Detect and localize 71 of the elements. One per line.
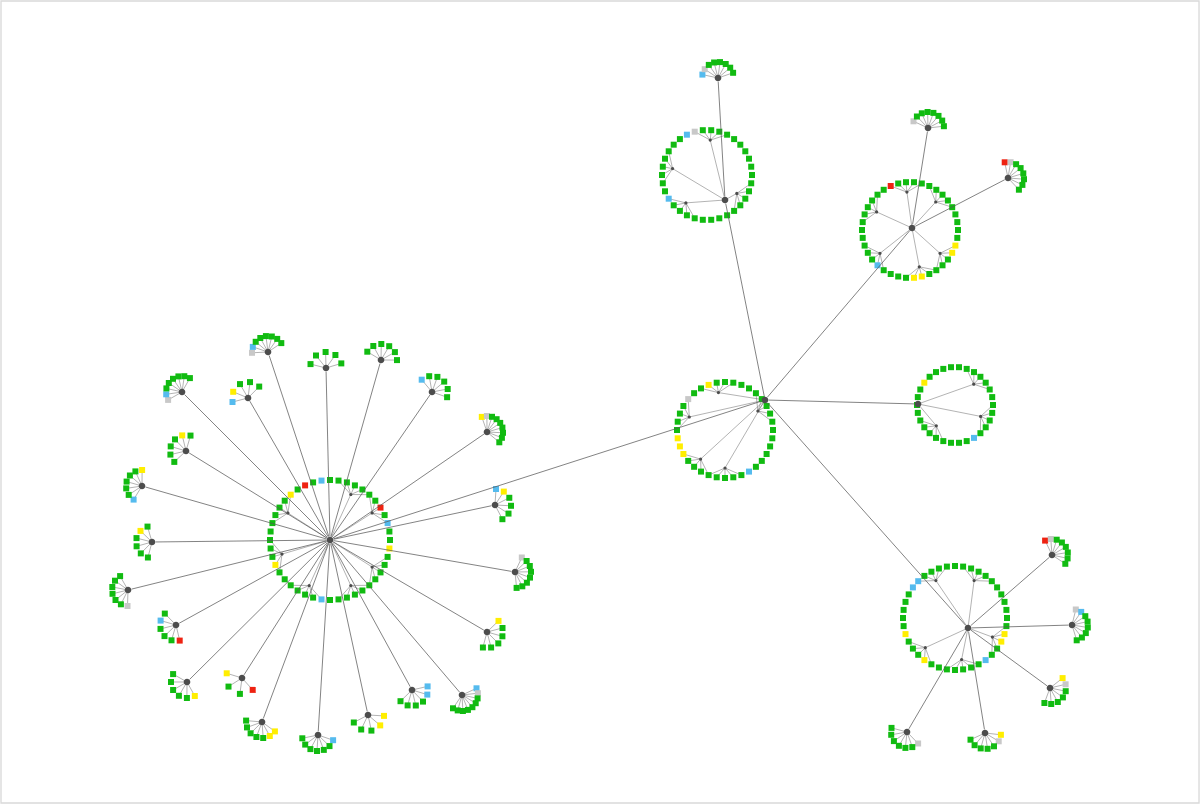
cluster-drawing xyxy=(243,717,278,741)
cluster-drawing xyxy=(967,729,1004,752)
edge-line xyxy=(188,452,328,539)
edge-line xyxy=(268,355,330,537)
cluster-drawing xyxy=(350,711,387,734)
edge-line xyxy=(914,179,1006,227)
edge-line xyxy=(767,402,966,626)
cluster-drawing xyxy=(109,573,132,609)
edge-line xyxy=(189,542,328,680)
cluster-drawing xyxy=(299,731,337,754)
cluster-drawing xyxy=(900,563,1010,673)
edge-line xyxy=(331,542,411,688)
cluster-drawing xyxy=(888,724,922,751)
cluster-drawing xyxy=(163,373,193,403)
edge-line xyxy=(317,543,331,732)
edge-line xyxy=(968,631,985,730)
cluster-drawing xyxy=(859,179,961,281)
edge-line xyxy=(725,203,765,397)
cluster-drawing xyxy=(223,670,256,697)
edge-line xyxy=(332,541,485,631)
edge-line xyxy=(249,400,329,538)
cluster-drawing xyxy=(307,349,345,372)
cluster-drawing xyxy=(249,333,285,356)
cluster-drawing xyxy=(168,671,198,701)
edge-line xyxy=(332,542,460,693)
cluster-drawing xyxy=(699,59,737,82)
edge-line xyxy=(908,630,967,730)
edge-line xyxy=(912,131,928,225)
edge-line xyxy=(243,542,329,676)
edge-line xyxy=(330,543,368,712)
cluster-drawing xyxy=(157,610,183,644)
cluster-drawing xyxy=(167,432,194,465)
cluster-drawing xyxy=(133,523,156,561)
edge-line xyxy=(262,543,330,719)
edge-line xyxy=(155,539,327,543)
edge-line xyxy=(971,624,1069,629)
edge-line xyxy=(145,486,327,540)
cluster-drawing xyxy=(397,683,431,709)
edge-line xyxy=(768,399,915,405)
edge-line xyxy=(970,557,1050,626)
cluster-drawing xyxy=(1068,606,1091,644)
edge-line xyxy=(184,394,328,538)
cluster-drawing xyxy=(267,477,393,603)
cluster-drawing xyxy=(910,109,947,132)
edge-line xyxy=(970,629,1048,687)
cluster-drawing xyxy=(123,467,146,503)
edge-line xyxy=(717,81,726,197)
edge-line xyxy=(178,541,328,624)
cluster-drawing xyxy=(1041,675,1069,707)
edge-line xyxy=(325,371,331,537)
cluster-drawing xyxy=(914,364,996,446)
cluster-drawing xyxy=(364,341,400,364)
edge-line xyxy=(767,230,910,398)
cluster-drawing xyxy=(674,379,776,481)
cluster-drawing xyxy=(478,413,506,446)
edge-line xyxy=(131,540,327,590)
edge-line xyxy=(331,394,431,538)
cluster-drawing xyxy=(1042,536,1071,567)
cluster-drawing xyxy=(418,373,451,401)
cluster-drawing xyxy=(659,127,755,223)
edge-line xyxy=(333,540,512,572)
cluster-drawing xyxy=(479,617,506,651)
edge-line xyxy=(332,433,485,539)
cluster-drawing xyxy=(229,379,263,405)
cluster-drawing xyxy=(511,554,534,591)
cluster-drawing xyxy=(491,486,514,523)
edge-line xyxy=(330,363,381,537)
cluster-drawing xyxy=(1001,159,1027,193)
edge-line xyxy=(333,505,492,540)
edge-line xyxy=(333,400,762,540)
cluster-drawing xyxy=(450,685,481,714)
